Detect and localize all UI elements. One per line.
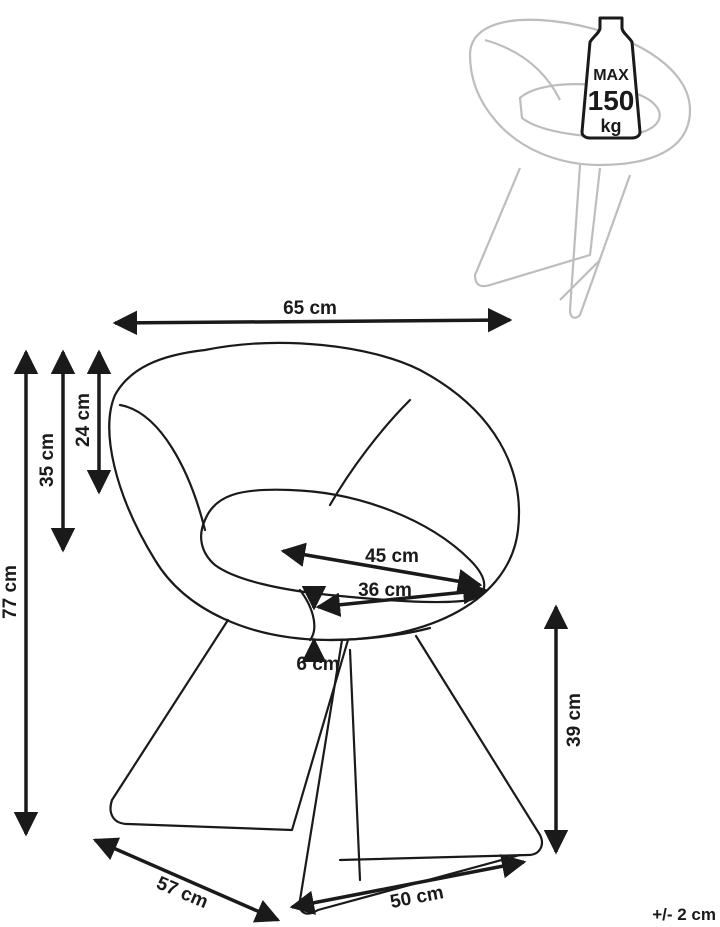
- seat-width-label: 45 cm: [365, 546, 419, 567]
- backrest-35-label: 35 cm: [37, 433, 58, 487]
- width-label: 65 cm: [283, 298, 337, 319]
- seat-width-arrow: [280, 542, 483, 594]
- height-total-label: 77 cm: [0, 565, 21, 619]
- main-chair: [108, 341, 544, 915]
- reference-chair: [468, 18, 692, 319]
- seat-height-label: 39 cm: [564, 693, 585, 747]
- weight-unit: kg: [600, 116, 621, 136]
- dimension-labels: 65 cm 77 cm 35 cm 24 cm 45 cm 36 cm 6 cm…: [0, 298, 716, 924]
- seat-depth-arrow: [315, 580, 488, 617]
- base-width-arrow: [289, 854, 527, 915]
- weight-badge: MAX 150 kg: [580, 16, 642, 140]
- dimension-lines: [13, 307, 569, 923]
- tolerance-note: +/- 2 cm: [652, 905, 716, 924]
- seat-depth-label: 36 cm: [358, 580, 412, 601]
- backrest-24-label: 24 cm: [73, 393, 94, 447]
- base-depth-arrow: [92, 837, 281, 923]
- width-arrow: [112, 307, 513, 336]
- weight-max-label: MAX: [593, 67, 629, 84]
- cushion-label: 6 cm: [296, 654, 339, 675]
- weight-value: 150: [588, 85, 635, 116]
